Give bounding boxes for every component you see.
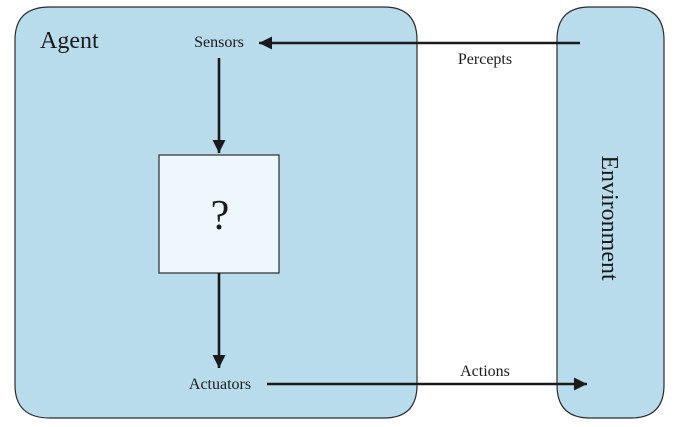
sensors-label: Sensors: [194, 34, 244, 51]
environment-box: [556, 6, 665, 419]
question-mark: ?: [211, 193, 230, 239]
environment-title: Environment: [596, 155, 622, 281]
agent-title: Agent: [40, 28, 99, 54]
percepts-label: Percepts: [458, 51, 512, 68]
actions-label: Actions: [460, 363, 510, 380]
agent-function-box: [158, 154, 280, 274]
actuators-label: Actuators: [189, 376, 251, 393]
